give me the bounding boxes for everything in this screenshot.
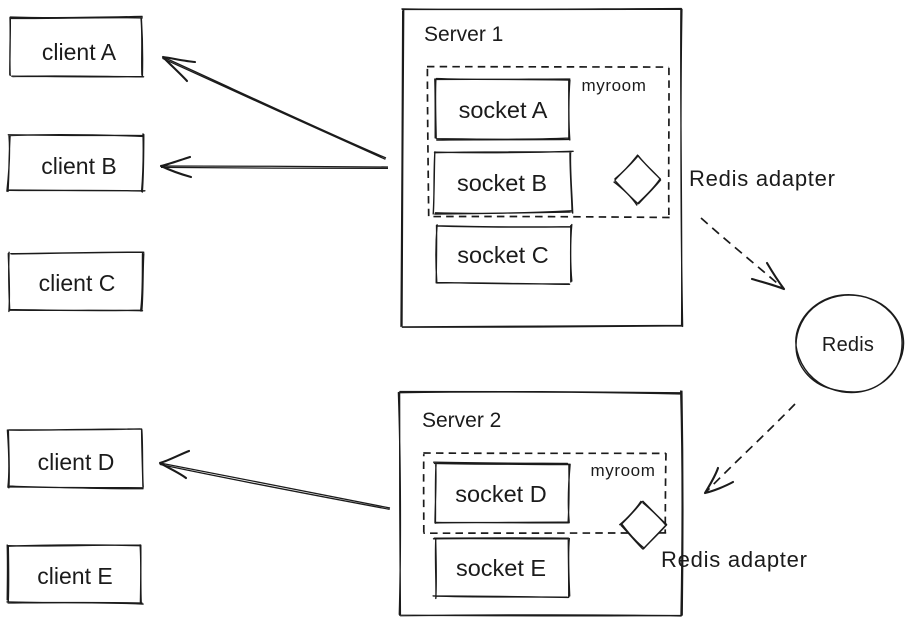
svg-text:socket B: socket B [457, 170, 547, 196]
svg-text:Server 2: Server 2 [422, 409, 501, 432]
svg-text:myroom: myroom [591, 461, 656, 480]
svg-text:Redis adapter: Redis adapter [661, 547, 808, 572]
svg-text:Server 1: Server 1 [424, 23, 503, 46]
svg-text:myroom: myroom [582, 76, 647, 95]
svg-text:client D: client D [38, 449, 115, 475]
svg-text:client A: client A [42, 39, 117, 65]
svg-text:client C: client C [39, 270, 116, 296]
svg-text:Redis: Redis [822, 334, 874, 356]
svg-text:Redis adapter: Redis adapter [689, 166, 836, 191]
svg-text:socket A: socket A [459, 97, 548, 123]
svg-text:client E: client E [37, 563, 112, 589]
svg-text:socket C: socket C [457, 242, 548, 268]
svg-text:client B: client B [41, 153, 116, 179]
svg-text:socket E: socket E [456, 555, 546, 581]
svg-text:socket D: socket D [455, 481, 546, 507]
